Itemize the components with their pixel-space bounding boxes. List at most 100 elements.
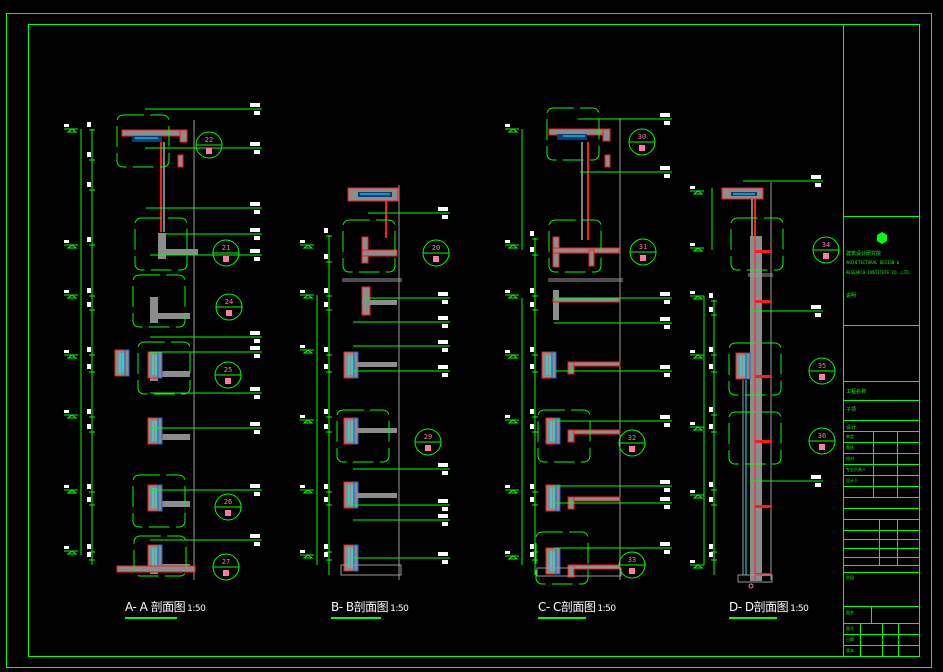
dimension-text bbox=[324, 254, 328, 259]
drain-symbol bbox=[748, 583, 754, 589]
leader-text bbox=[660, 292, 670, 296]
dimension-text bbox=[87, 122, 91, 127]
floor-slab bbox=[150, 501, 190, 507]
leader-text bbox=[815, 183, 821, 187]
window-frame bbox=[545, 547, 561, 575]
callout-number: 36 bbox=[818, 432, 826, 440]
level-text bbox=[505, 485, 510, 488]
roof-insulation bbox=[557, 134, 587, 140]
level-triangle bbox=[66, 550, 78, 555]
wall bbox=[553, 290, 559, 320]
leader-text bbox=[254, 339, 260, 343]
dimension-text bbox=[87, 288, 91, 293]
dimension-text bbox=[324, 552, 328, 557]
beam bbox=[567, 564, 575, 578]
outer-frame bbox=[6, 13, 932, 668]
level-triangle bbox=[302, 489, 314, 494]
ground-slab bbox=[116, 565, 196, 573]
level-text bbox=[64, 124, 69, 127]
wall bbox=[150, 297, 158, 323]
detail-boundary bbox=[336, 409, 390, 463]
detail-boundary bbox=[537, 409, 591, 463]
leader-text bbox=[254, 236, 260, 240]
level-text bbox=[690, 291, 695, 294]
leader-text bbox=[664, 121, 670, 125]
dimension-text bbox=[530, 231, 534, 236]
leader-text bbox=[442, 560, 448, 564]
level-triangle bbox=[507, 354, 519, 359]
floor-slab bbox=[357, 362, 397, 367]
view-title-underline bbox=[538, 617, 586, 619]
detail-boundary bbox=[535, 531, 589, 585]
leader-text bbox=[254, 210, 260, 214]
leader-text bbox=[660, 480, 670, 484]
leader-text bbox=[660, 113, 670, 117]
detail-boundary bbox=[137, 341, 191, 395]
drawing-no-label: 图号 bbox=[846, 626, 854, 631]
leader-text bbox=[442, 522, 448, 526]
dimension-text bbox=[87, 237, 91, 242]
level-triangle bbox=[302, 419, 314, 424]
version-label: 版本 bbox=[846, 648, 854, 653]
detail-boundary bbox=[132, 474, 186, 528]
level-triangle bbox=[66, 128, 78, 133]
callout-sheet-mark bbox=[223, 570, 229, 576]
callout-number: 33 bbox=[628, 556, 636, 564]
dimension-text bbox=[87, 152, 91, 157]
level-text bbox=[505, 415, 510, 418]
leader-text bbox=[664, 300, 670, 304]
ground-slab bbox=[737, 574, 773, 583]
drawing-name-label: 图名 bbox=[846, 610, 854, 615]
dimension-text bbox=[530, 364, 534, 369]
notes-label: 说明 bbox=[846, 293, 857, 299]
level-triangle bbox=[692, 494, 704, 499]
window-frame bbox=[147, 484, 163, 512]
view-title-underline bbox=[729, 617, 777, 619]
parapet-upturn bbox=[179, 129, 188, 143]
leader-text bbox=[254, 542, 260, 546]
leader-text bbox=[254, 430, 260, 434]
view-scale-b-b: 1:50 bbox=[390, 604, 409, 614]
dimension-text bbox=[530, 288, 534, 293]
callout-sheet-mark bbox=[639, 145, 645, 151]
dimension-text bbox=[530, 302, 534, 307]
level-text bbox=[300, 345, 305, 348]
level-triangle bbox=[507, 489, 519, 494]
leader-text bbox=[250, 202, 260, 206]
window-frame bbox=[735, 352, 751, 380]
dimension-text bbox=[709, 424, 713, 429]
callout-sheet-mark bbox=[425, 445, 431, 451]
callout-number: 26 bbox=[224, 498, 232, 506]
dimension-text bbox=[530, 497, 534, 502]
mullion bbox=[157, 417, 163, 445]
mullion bbox=[555, 484, 561, 512]
level-text bbox=[505, 240, 510, 243]
dimension-text bbox=[324, 424, 328, 429]
leader-text bbox=[254, 150, 260, 154]
leader-text bbox=[250, 387, 260, 391]
callout-number: 32 bbox=[628, 434, 636, 442]
level-text bbox=[505, 350, 510, 353]
company-name-en-1: ARCHITECTURAL DESIGN & bbox=[846, 260, 899, 265]
level-triangle bbox=[692, 354, 704, 359]
dimension-text bbox=[87, 347, 91, 352]
window-frame bbox=[114, 349, 130, 377]
dimension-text bbox=[324, 347, 328, 352]
subitem-label: 子项 bbox=[846, 407, 857, 413]
leader-text bbox=[254, 395, 260, 399]
level-text bbox=[690, 186, 695, 189]
dimension-text bbox=[709, 364, 713, 369]
leader-text bbox=[664, 505, 670, 509]
dimension-text bbox=[87, 364, 91, 369]
stage-label: 阶段 bbox=[846, 575, 854, 580]
dimension-text bbox=[87, 497, 91, 502]
leader-text bbox=[250, 331, 260, 335]
dimension-text bbox=[709, 307, 713, 312]
view-scale-c-c: 1:50 bbox=[597, 604, 616, 614]
leader-text bbox=[664, 550, 670, 554]
